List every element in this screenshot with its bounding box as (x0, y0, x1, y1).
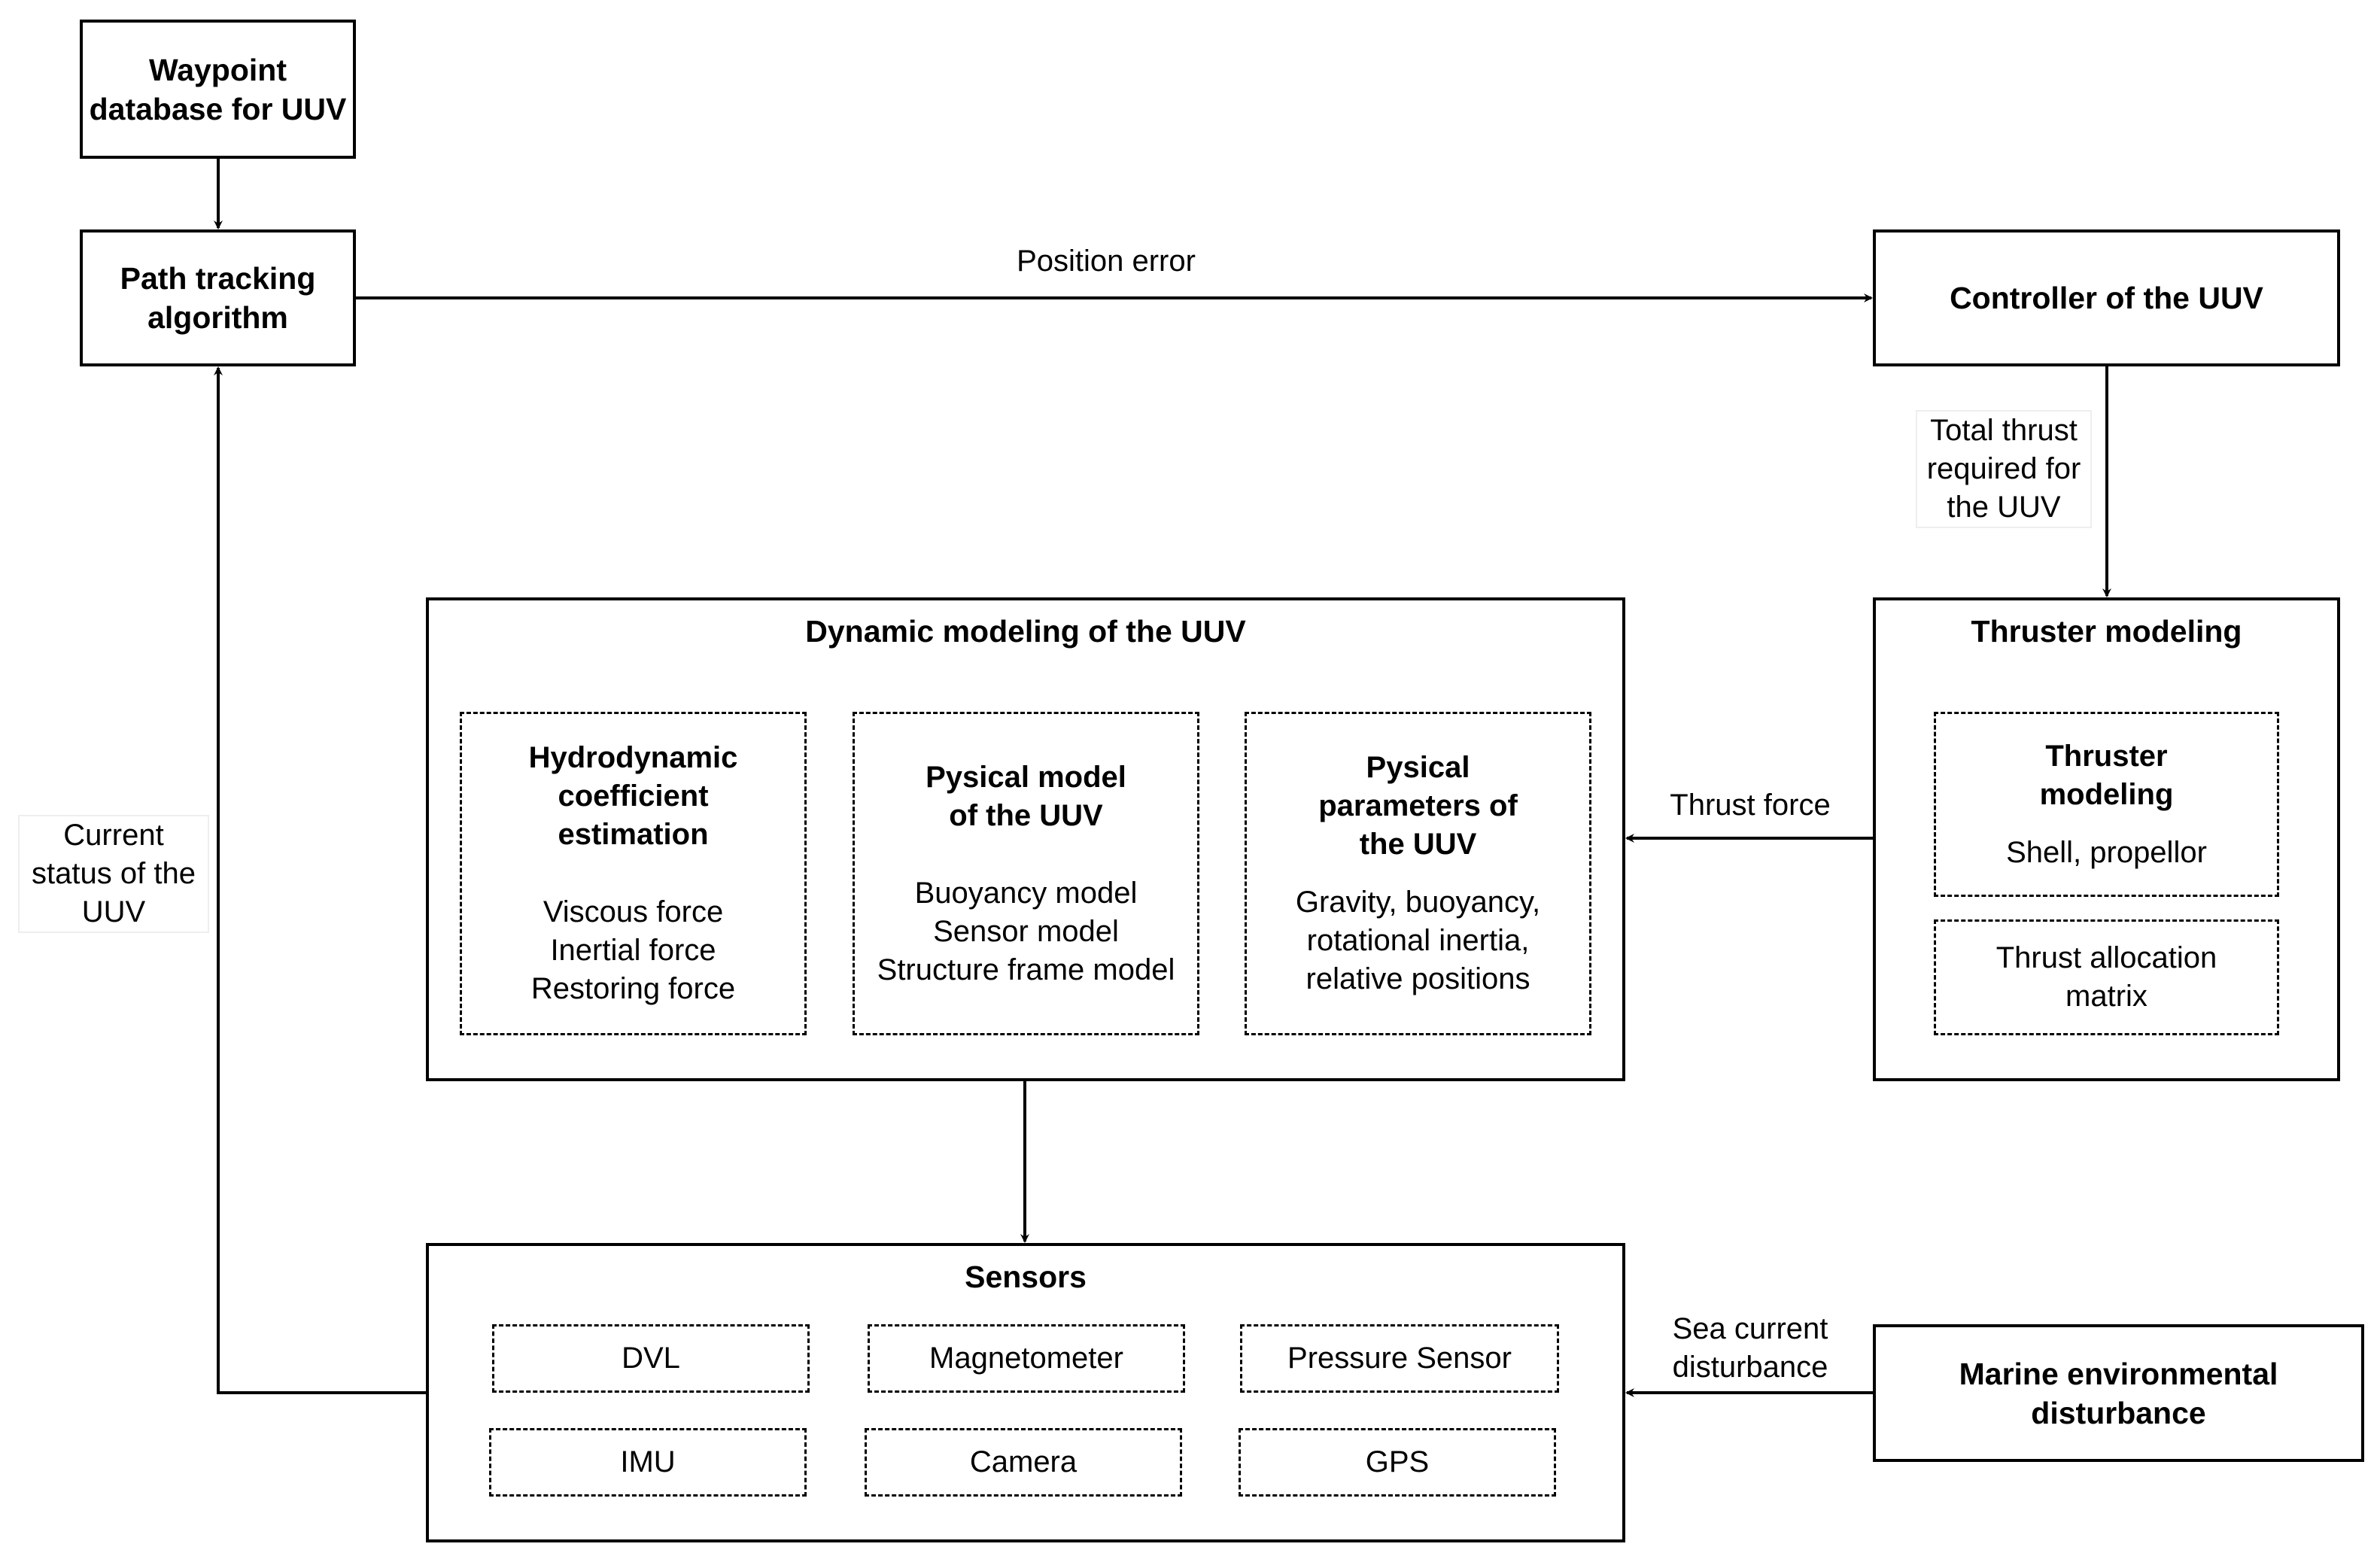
sea-current-label: Sea current disturbance (1652, 1310, 1848, 1387)
physical-model-box: Pysical model of the UUV Buoyancy model … (853, 712, 1199, 1035)
position-error-label: Position error (993, 242, 1219, 281)
path-tracking-label: Path tracking algorithm (120, 261, 316, 335)
current-status-label: Current status of the UUV (18, 815, 209, 933)
thrust-force-label: Thrust force (1652, 786, 1848, 825)
sensor-camera: Camera (865, 1428, 1182, 1497)
thruster-sub-title: Thruster modeling (2039, 739, 2174, 811)
thrust-allocation-box: Thrust allocation matrix (1934, 919, 2279, 1035)
sensor-pressure: Pressure Sensor (1240, 1324, 1559, 1393)
physical-params-box: Pysical parameters of the UUV Gravity, b… (1245, 712, 1591, 1035)
sensor-dvl: DVL (492, 1324, 810, 1393)
sensor-label: IMU (620, 1445, 676, 1478)
dynamic-modeling-title: Dynamic modeling of the UUV (805, 614, 1246, 649)
physical-model-item: Sensor model (933, 914, 1119, 948)
physical-model-title: Pysical model of the UUV (926, 760, 1126, 832)
thruster-sub-box: Thruster modeling Shell, propellor (1934, 712, 2279, 897)
physical-model-item: Structure frame model (877, 953, 1175, 986)
waypoint-database-node: Waypoint database for UUV (80, 20, 356, 159)
sensor-label: Magnetometer (929, 1342, 1123, 1375)
waypoint-label: Waypoint database for UUV (89, 52, 347, 126)
marine-disturbance-node: Marine environmental disturbance (1873, 1324, 2364, 1462)
thruster-sub-text: Shell, propellor (2006, 835, 2207, 869)
hydro-title: Hydrodynamic coefficient estimation (528, 741, 738, 851)
physical-model-item: Buoyancy model (914, 876, 1138, 910)
sensor-gps: GPS (1239, 1428, 1556, 1497)
sensor-label: GPS (1365, 1445, 1430, 1478)
sensor-imu: IMU (489, 1428, 807, 1497)
sensor-magnetometer: Magnetometer (868, 1324, 1185, 1393)
thrust-allocation-label: Thrust allocation matrix (1995, 941, 2217, 1013)
sensors-node: Sensors DVL Magnetometer Pressure Sensor… (426, 1243, 1625, 1542)
sensor-label: Pressure Sensor (1287, 1342, 1512, 1375)
controller-label: Controller of the UUV (1950, 281, 2263, 315)
physical-params-text: Gravity, buoyancy, rotational inertia, r… (1295, 886, 1541, 995)
hydro-item: Inertial force (550, 934, 716, 967)
hydro-box: Hydrodynamic coefficient estimation Visc… (460, 712, 807, 1035)
hydro-item: Restoring force (530, 972, 736, 1005)
dynamic-modeling-node: Dynamic modeling of the UUV Hydrodynamic… (426, 597, 1625, 1081)
controller-node: Controller of the UUV (1873, 229, 2340, 366)
sensor-label: DVL (622, 1342, 680, 1375)
thruster-modeling-node: Thruster modeling Thruster modeling Shel… (1873, 597, 2340, 1081)
path-tracking-node: Path tracking algorithm (80, 229, 356, 366)
hydro-item: Viscous force (543, 895, 724, 928)
thruster-modeling-title: Thruster modeling (1971, 614, 2242, 649)
sensor-label: Camera (969, 1445, 1078, 1478)
physical-params-title: Pysical parameters of the UUV (1318, 751, 1518, 861)
sensors-title: Sensors (965, 1260, 1087, 1294)
arrow-current-status (214, 366, 426, 1394)
marine-label: Marine environmental disturbance (1959, 1356, 2278, 1430)
total-thrust-label: Total thrust required for the UUV (1916, 410, 2092, 528)
